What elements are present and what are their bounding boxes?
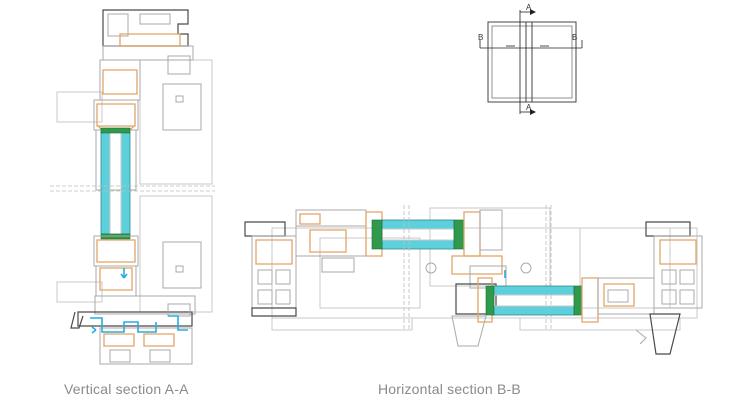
key-plan-label-b-right: B (572, 33, 577, 42)
roller-icon (520, 262, 532, 274)
caption-horizontal-section: Horizontal section B-B (378, 381, 521, 397)
caption-vertical-section: Vertical section A-A (64, 381, 189, 397)
glass-pane (381, 239, 455, 250)
glazing-gasket (485, 285, 495, 316)
roller-icon (425, 262, 437, 274)
key-plan-label-a-top: A (526, 3, 532, 12)
key-plan: A A B B (478, 3, 583, 115)
drainage-arrow (90, 317, 157, 333)
key-plan-label-b-left: B (478, 33, 483, 42)
glass-pane (491, 305, 575, 316)
glass-pane (381, 219, 455, 230)
glass-pane (100, 131, 111, 235)
glass-pane (120, 131, 131, 235)
glazing-gasket (453, 219, 465, 250)
glazing-gasket (573, 285, 583, 316)
vertical-section (50, 9, 215, 365)
drainage-arrow (91, 326, 97, 334)
glass-pane (491, 285, 575, 296)
drainage-arrow (120, 268, 128, 279)
glazing-gasket (371, 219, 383, 250)
key-plan-label-a-bottom: A (526, 103, 532, 112)
drainage-arrow (168, 315, 188, 331)
horizontal-section (244, 205, 703, 355)
glazing-gasket (100, 127, 131, 134)
